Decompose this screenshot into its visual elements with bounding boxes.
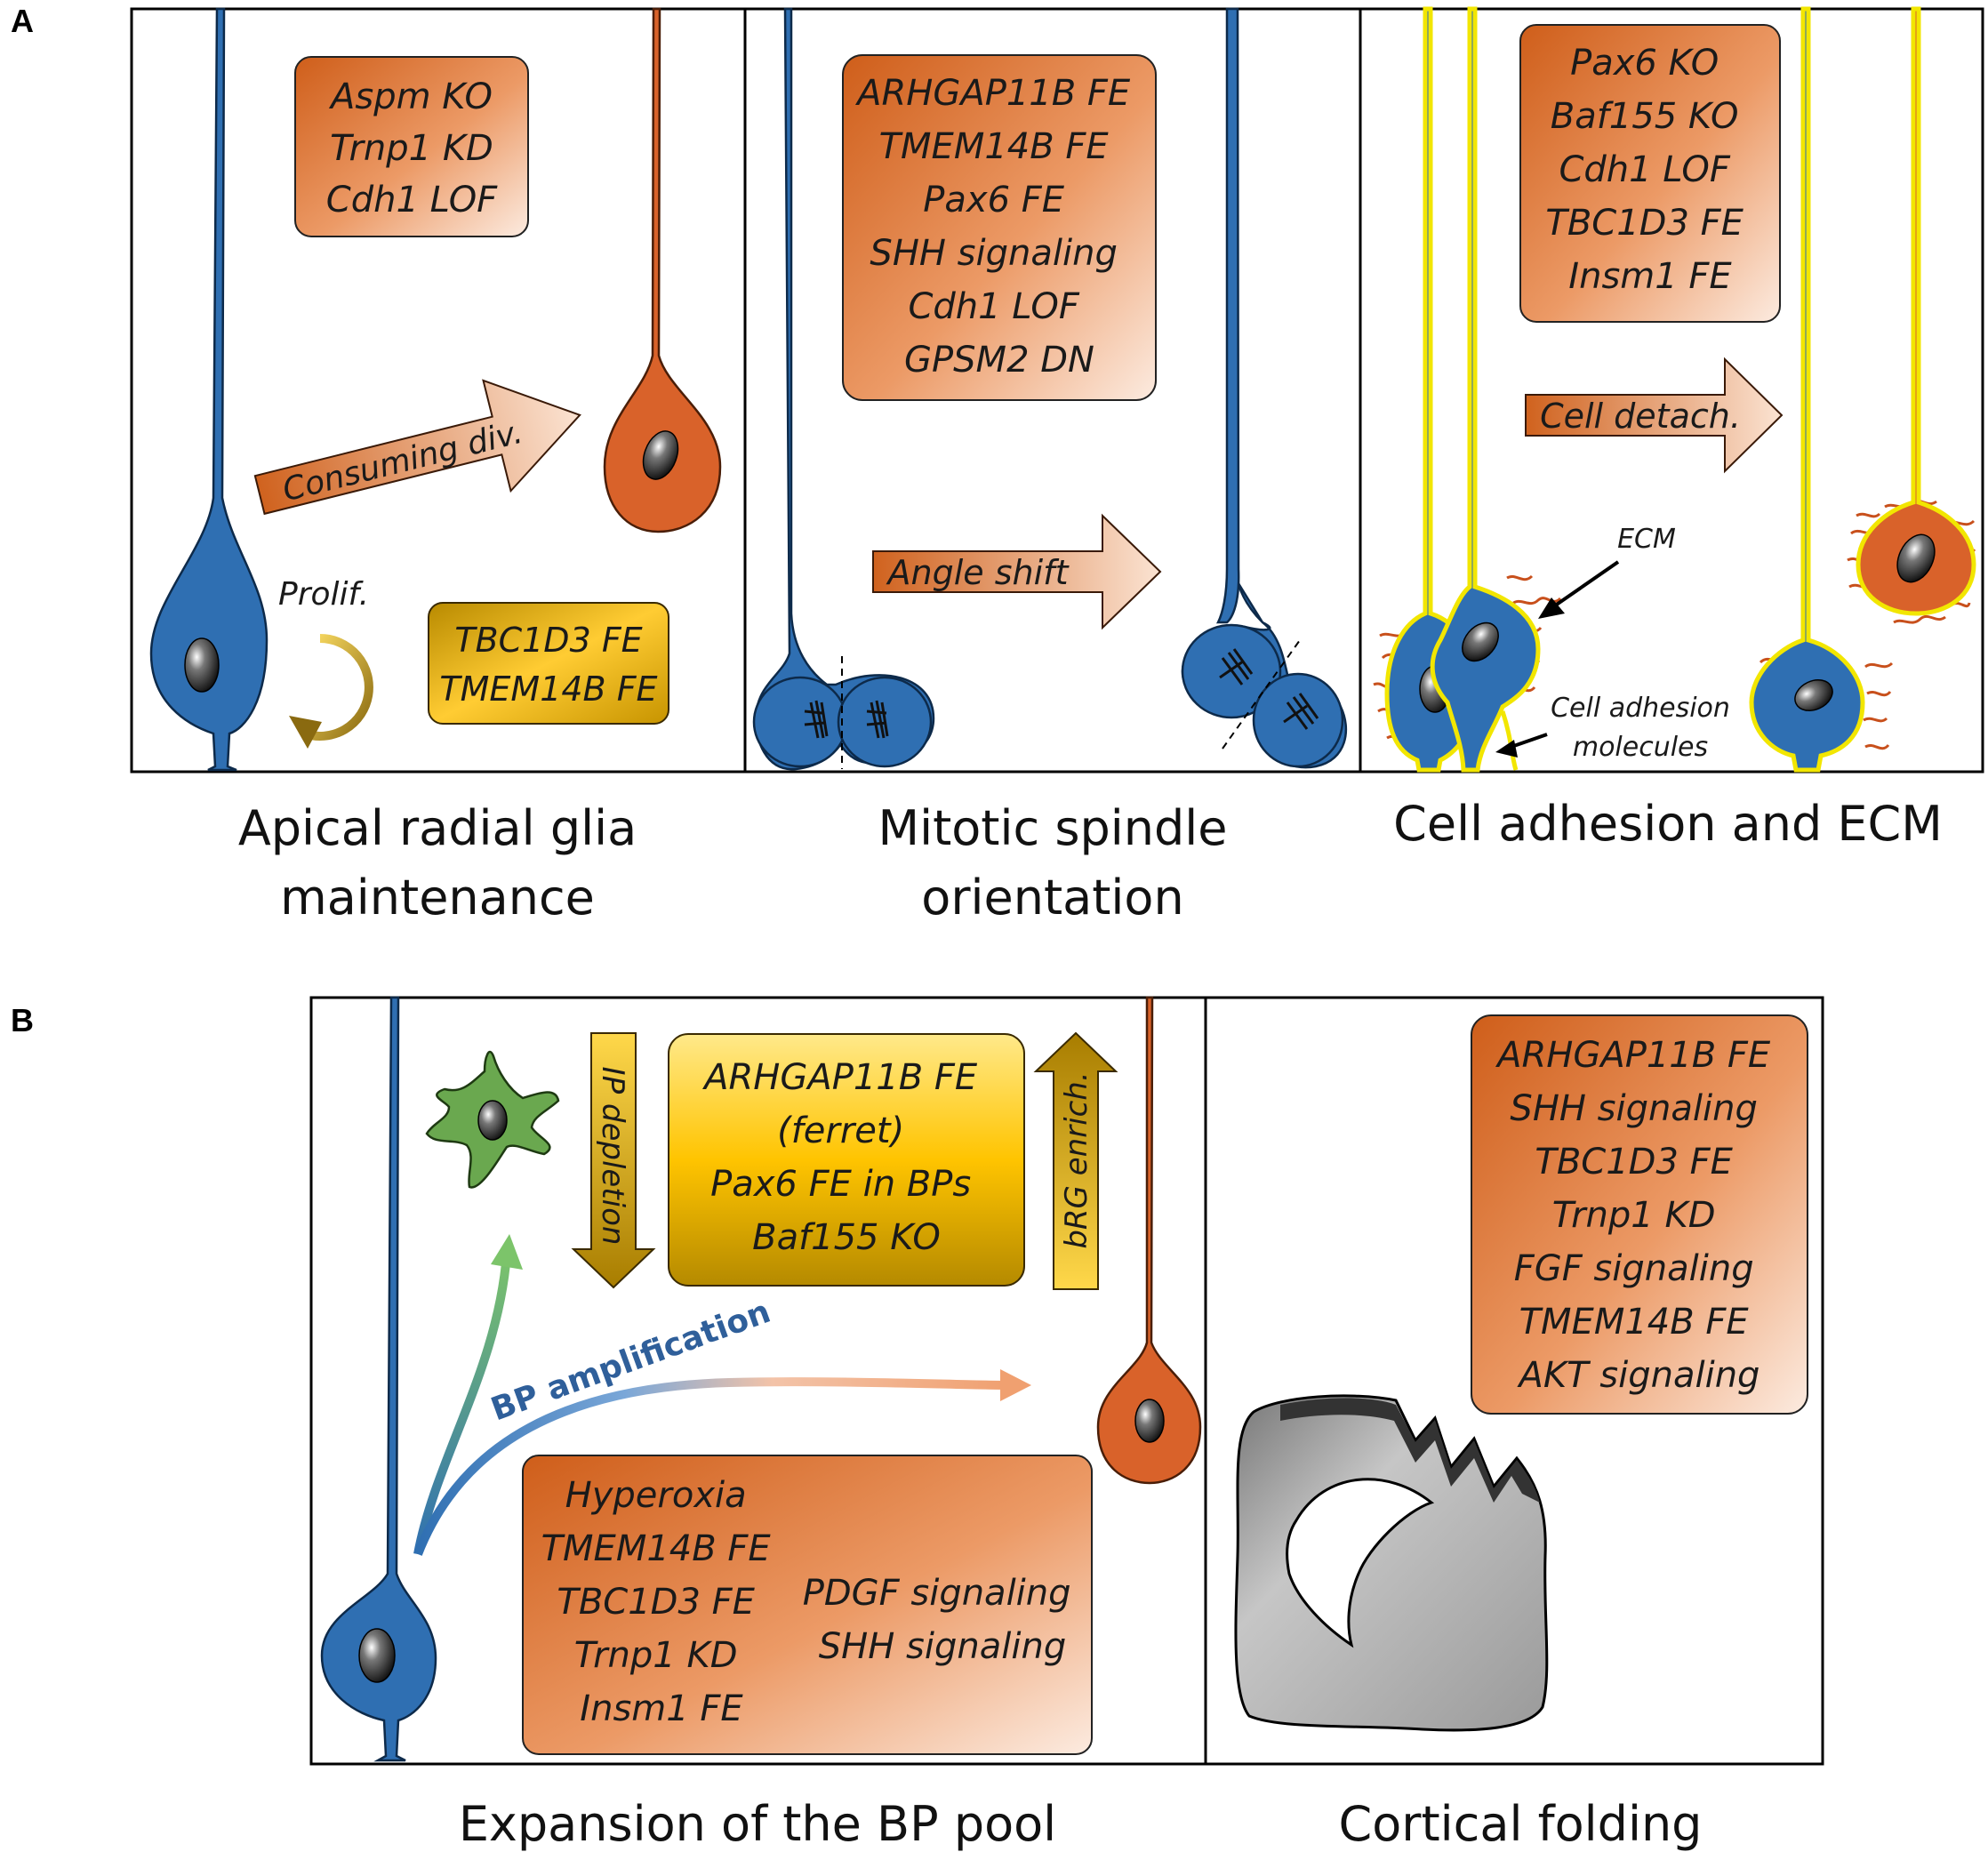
caption-bp-pool: Expansion of the BP pool (459, 1796, 1056, 1852)
panel-a-frame (130, 7, 1984, 774)
ecm-annotation: ECM (1538, 524, 1676, 619)
arrow-angle-shift: Angle shift (872, 513, 1162, 630)
svg-text:bRG enrich.: bRG enrich. (1059, 1071, 1094, 1248)
box-bp-pool-factors: Hyperoxia TMEM14B FE TBC1D3 FE Trnp1 KD … (522, 1455, 1093, 1755)
ip-depletion-arrow: IP depletion (571, 1032, 656, 1289)
panel-b-frame (309, 996, 1824, 1766)
svg-text:BP amplification: BP amplification (486, 1294, 775, 1429)
svg-text:Pax6 KO Baf155 KO: Pax6 KO Baf155 KO Cdh1 LOF TBC1D3 FE Ins… (1545, 43, 1754, 297)
caption-cortical-folding: Cortical folding (1339, 1796, 1703, 1852)
svg-text:ARHGAP11B FE SHH signali: ARHGAP11B FE SHH signaling TBC1D3 FE Trn… (1495, 1035, 1782, 1396)
box-col2-factors: ARHGAP11B FE TMEM14B FE Pax6 FE SHH sign… (842, 54, 1157, 401)
arrow-cell-detach: Cell detach. (1525, 357, 1784, 474)
dividing-cell-oblique (1181, 7, 1348, 769)
arrow-consuming-division: Consuming div. (253, 379, 581, 516)
intermediate-progenitor-green-cell (425, 1050, 560, 1189)
box-cortical-folding-factors: ARHGAP11B FE SHH signaling TBC1D3 FE Trn… (1471, 1014, 1808, 1415)
panel-b-orange-cell (1096, 996, 1202, 1485)
col3-cell-left-pair (1384, 6, 1541, 773)
col3-cell-bottom-right (1749, 6, 1865, 773)
prolif-cycle-arrow (289, 634, 373, 749)
svg-text:ECM: ECM (1617, 524, 1676, 555)
folded-cortex-shape (1234, 1394, 1549, 1732)
panel-b-blue-cell (320, 996, 437, 1762)
svg-text:PDGF signaling SHH signa: PDGF signaling SHH signaling (803, 1573, 1083, 1667)
box-col3-factors: Pax6 KO Baf155 KO Cdh1 LOF TBC1D3 FE Ins… (1519, 24, 1781, 323)
svg-text:IP depletion: IP depletion (595, 1067, 630, 1246)
gold-box-panel-b: ARHGAP11B FE (ferret) Pax6 FE in BPs Baf… (668, 1033, 1025, 1287)
aRG-cell-blue (149, 7, 269, 772)
svg-text:ARHGAP11B FE TMEM14B FE: ARHGAP11B FE TMEM14B FE Pax6 FE SHH sign… (854, 73, 1142, 381)
panel-a-letter: A (11, 3, 34, 39)
prolif-label: Prolif. (278, 576, 369, 613)
dividing-cell-horizontal (752, 7, 935, 771)
panel-b-letter: B (11, 1002, 34, 1038)
svg-text:Cell detach.: Cell detach. (1540, 397, 1741, 436)
caption-cell-adhesion: Cell adhesion and ECM (1393, 796, 1943, 852)
col3-cell-orange-detached (1856, 6, 1976, 616)
svg-text:Angle shift: Angle shift (886, 553, 1070, 592)
orange-cell-col1 (603, 7, 722, 533)
svg-text:ARHGAP11B FE (ferret): ARHGAP11B FE (ferret) Pax6 FE in BPs Baf… (701, 1057, 989, 1258)
svg-text:Hyperoxia TMEM14B FE: Hyperoxia TMEM14B FE TBC1D3 FE Trnp1 KD … (541, 1475, 782, 1729)
brg-enrichment-arrow: bRG enrich. (1033, 1031, 1118, 1290)
